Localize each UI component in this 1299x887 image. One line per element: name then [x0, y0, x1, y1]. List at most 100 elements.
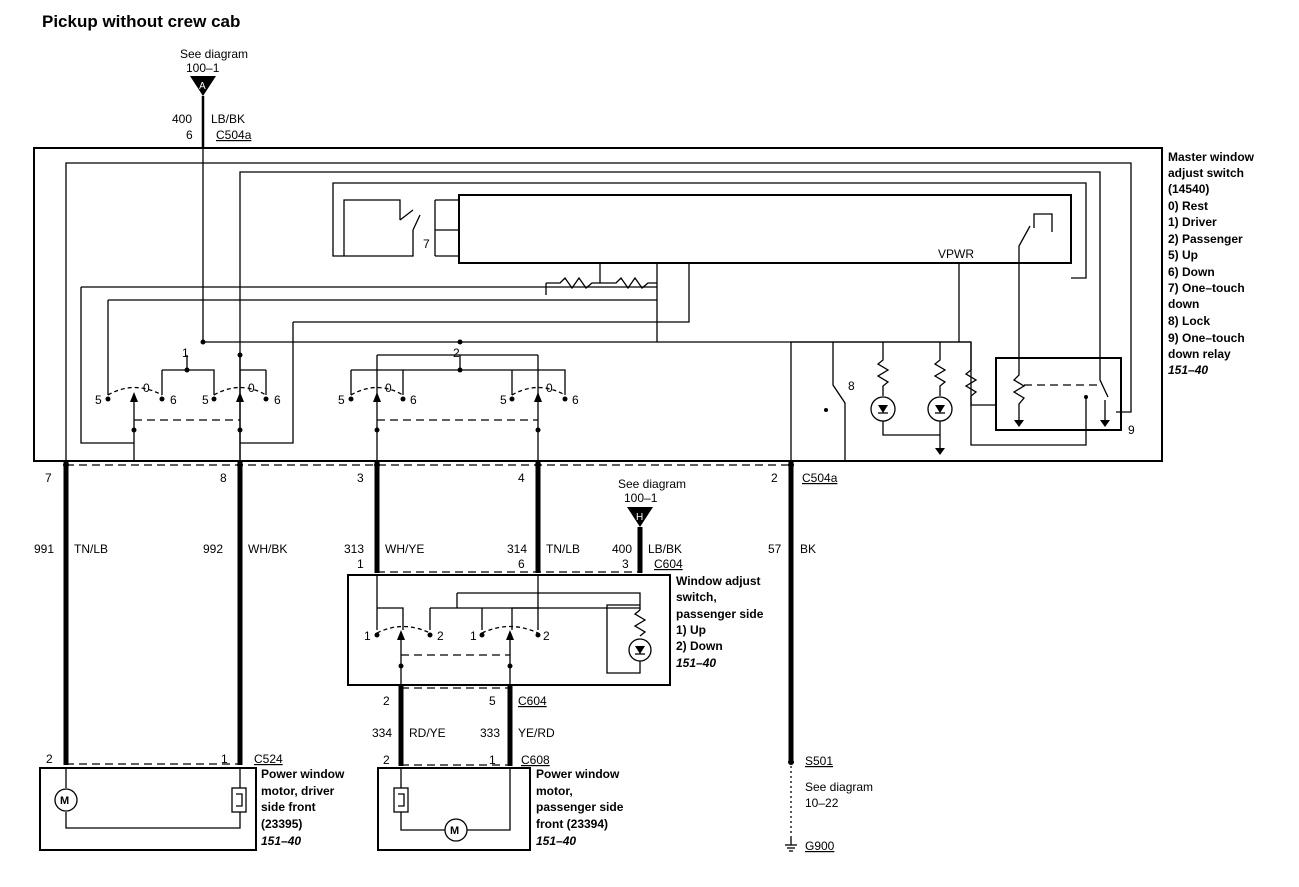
sw3-rest: 0 — [385, 381, 392, 395]
ground-ref-line2: 10–22 — [805, 796, 839, 810]
w57-circuit: 57 — [768, 542, 782, 556]
driver-motor-box — [39, 767, 257, 851]
ms-line-7: 6) Down — [1168, 265, 1215, 279]
pm-line-0: Power window — [536, 767, 620, 781]
ps-line-0: Window adjust — [676, 574, 761, 588]
ms-line-8: 7) One–touch — [1168, 281, 1245, 295]
pm-line-3: front (23394) — [536, 817, 608, 831]
sw3-up: 5 — [338, 393, 345, 407]
ms-line-0: Master window — [1168, 150, 1255, 164]
top-ref-letter: A — [199, 81, 206, 92]
vpwr-label: VPWR — [938, 247, 974, 261]
passenger-switch-box — [347, 574, 671, 686]
c604-pin-6: 6 — [518, 557, 525, 571]
driver-switch-group: 1 5 0 6 5 0 6 — [95, 339, 281, 461]
c604-pin-2: 2 — [383, 694, 390, 708]
sw-passenger-label: 2 — [453, 346, 460, 360]
ps-ref: 151–40 — [676, 656, 716, 670]
mid-ref-letter: H — [636, 512, 643, 523]
logic-module — [458, 194, 1072, 264]
g900-label: G900 — [805, 839, 835, 853]
ground-symbol-icon — [785, 838, 797, 852]
diagram-title: Pickup without crew cab — [42, 12, 240, 31]
ps-line-1: switch, — [676, 590, 717, 604]
sw1-rest: 0 — [143, 381, 150, 395]
lock-lamp-relay-group: 8 9 — [790, 263, 1135, 461]
c604-pin-5: 5 — [489, 694, 496, 708]
sw4-down: 6 — [572, 393, 579, 407]
w400-mid-circuit: 400 — [612, 542, 632, 556]
c604-pin-3: 3 — [622, 557, 629, 571]
ms-line-12: down relay — [1168, 347, 1231, 361]
c608-pin-1: 1 — [489, 753, 496, 767]
dm-line-1: motor, driver — [261, 784, 335, 798]
w400-mid-color: LB/BK — [648, 542, 682, 556]
w313-circuit: 313 — [344, 542, 364, 556]
c608-pin-2: 2 — [383, 753, 390, 767]
ms-line-6: 5) Up — [1168, 248, 1198, 262]
c608-label: C608 — [521, 753, 550, 767]
s501-splice — [788, 759, 794, 765]
ground-ref-line1: See diagram — [805, 780, 873, 794]
ms-line-9: down — [1168, 297, 1199, 311]
w334-circuit: 334 — [372, 726, 392, 740]
c524-pin-1: 1 — [221, 752, 228, 766]
ms-line-2: (14540) — [1168, 182, 1209, 196]
w313-color: WH/YE — [385, 542, 424, 556]
ms-line-1: adjust switch — [1168, 166, 1244, 180]
ms-line-11: 9) One–touch — [1168, 331, 1245, 345]
sw4-rest: 0 — [546, 381, 553, 395]
psw1-up: 1 — [364, 629, 371, 643]
passenger-switch-label: Window adjust switch, passenger side 1) … — [676, 574, 764, 670]
relay-box — [995, 357, 1122, 431]
harness-wires — [63, 461, 794, 766]
dm-line-2: side front — [261, 800, 316, 814]
w334-color: RD/YE — [409, 726, 446, 740]
sw2-rest: 0 — [248, 381, 255, 395]
w400-top-pin: 6 — [186, 128, 193, 142]
w991-circuit: 991 — [34, 542, 54, 556]
pin-313: 3 — [357, 471, 364, 485]
mid-ref-line1: See diagram — [618, 477, 686, 491]
sw2-down: 6 — [274, 393, 281, 407]
ms-line-3: 0) Rest — [1168, 199, 1208, 213]
pin-992: 8 — [220, 471, 227, 485]
master-internal-wiring: 7 — [65, 148, 1132, 461]
dm-ref: 151–40 — [261, 834, 301, 848]
c524-pin-2: 2 — [46, 752, 53, 766]
ps-line-4: 2) Down — [676, 639, 723, 653]
passenger-motor-label: Power window motor, passenger side front… — [536, 767, 624, 848]
s501-label: S501 — [805, 754, 833, 768]
sw1-down: 6 — [170, 393, 177, 407]
pm-line-1: motor, — [536, 784, 573, 798]
top-ref-arrow — [190, 76, 216, 96]
pm-line-2: passenger side — [536, 800, 624, 814]
ms-line-10: 8) Lock — [1168, 314, 1210, 328]
w314-circuit: 314 — [507, 542, 527, 556]
c504a-bottom-label: C504a — [802, 471, 838, 485]
ps-line-2: passenger side — [676, 607, 764, 621]
passenger-motor-symbol: M — [450, 825, 459, 837]
psw1-down: 2 — [437, 629, 444, 643]
w57-color: BK — [800, 542, 816, 556]
w333-circuit: 333 — [480, 726, 500, 740]
driver-motor-internals: M — [54, 768, 247, 829]
sw1-up: 5 — [95, 393, 102, 407]
passenger-switch-internals: 1 2 1 2 — [364, 575, 652, 686]
c504a-top-label: C504a — [216, 128, 252, 142]
c604-pin-1: 1 — [357, 557, 364, 571]
passenger-motor-box — [377, 767, 531, 851]
dm-line-0: Power window — [261, 767, 345, 781]
ps-line-3: 1) Up — [676, 623, 706, 637]
top-ref-line1: See diagram — [180, 47, 248, 61]
pin-57: 2 — [771, 471, 778, 485]
sw2-up: 5 — [202, 393, 209, 407]
pin-991: 7 — [45, 471, 52, 485]
ms-line-5: 2) Passenger — [1168, 232, 1243, 246]
c604-bottom-label: C604 — [518, 694, 547, 708]
top-ref-line2: 100–1 — [186, 61, 220, 75]
pin-314: 4 — [518, 471, 525, 485]
dm-line-3: (23395) — [261, 817, 302, 831]
passenger-motor-internals: M — [393, 768, 511, 842]
